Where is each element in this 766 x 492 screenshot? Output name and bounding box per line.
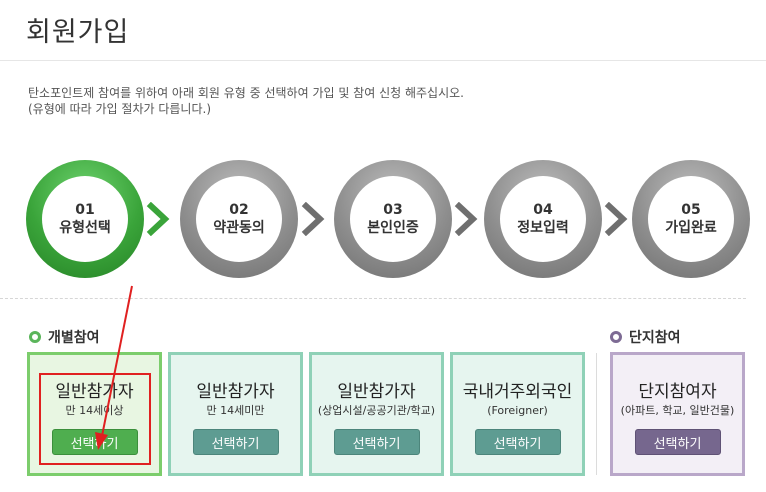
chevron-right-icon [454,202,478,236]
vertical-divider [596,353,597,475]
step-3: 03 본인인증 [334,160,452,278]
chevron-right-icon [146,202,170,236]
instructions-line-1: 탄소포인트제 참여를 위하여 아래 회원 유형 중 선택하여 가입 및 참여 신… [28,86,464,100]
step-1: 01 유형선택 [26,160,144,278]
select-button-foreigner[interactable]: 선택하기 [474,429,561,455]
card-subtitle: (아파트, 학교, 일반건물) [620,404,735,417]
step-3-number: 03 [383,202,403,218]
step-1-number: 01 [75,202,95,218]
step-5-label: 가입완료 [665,220,717,236]
instructions-line-2: (유형에 따라 가입 절차가 다릅니다.) [28,102,211,116]
step-4-label: 정보입력 [517,220,569,236]
card-title: 국내거주외국인 [462,382,573,402]
select-button-organization[interactable]: 선택하기 [333,429,420,455]
card-title: 일반참가자 [196,382,275,402]
select-button-minor[interactable]: 선택하기 [192,429,279,455]
step-2-number: 02 [229,202,249,218]
card-subtitle: (Foreigner) [487,404,548,417]
step-1-label: 유형선택 [59,220,111,236]
chevron-right-icon [301,202,325,236]
section-divider [0,298,746,299]
bullet-icon [29,331,41,343]
card-title: 단지참여자 [638,382,717,402]
step-4-number: 04 [533,202,553,218]
member-card-organization[interactable]: 일반참가자 (상업시설/공공기관/학교) 선택하기 [309,352,444,476]
bullet-icon [610,331,622,343]
signup-steps: 01 유형선택 02 약관동의 03 본인인증 04 정보입력 05 [0,160,766,280]
step-2-label: 약관동의 [213,220,265,236]
title-divider [0,60,766,61]
member-card-complex[interactable]: 단지참여자 (아파트, 학교, 일반건물) 선택하기 [610,352,745,476]
annotation-highlight-box [39,373,151,465]
chevron-right-icon [604,202,628,236]
member-card-foreigner[interactable]: 국내거주외국인 (Foreigner) 선택하기 [450,352,585,476]
instructions: 탄소포인트제 참여를 위하여 아래 회원 유형 중 선택하여 가입 및 참여 신… [28,85,464,117]
step-4: 04 정보입력 [484,160,602,278]
member-card-minor[interactable]: 일반참가자 만 14세미만 선택하기 [168,352,303,476]
step-3-label: 본인인증 [367,220,419,236]
card-subtitle: 만 14세미만 [206,404,265,417]
step-5: 05 가입완료 [632,160,750,278]
section-individual: 개별참여 [29,327,100,347]
section-complex-label: 단지참여 [629,330,681,346]
section-complex: 단지참여 [610,327,681,347]
step-2: 02 약관동의 [180,160,298,278]
page-title: 회원가입 [26,17,130,48]
card-title: 일반참가자 [337,382,416,402]
card-subtitle: (상업시설/공공기관/학교) [317,404,436,417]
step-5-number: 05 [681,202,701,218]
section-individual-label: 개별참여 [48,330,100,346]
select-button-complex[interactable]: 선택하기 [634,429,721,455]
